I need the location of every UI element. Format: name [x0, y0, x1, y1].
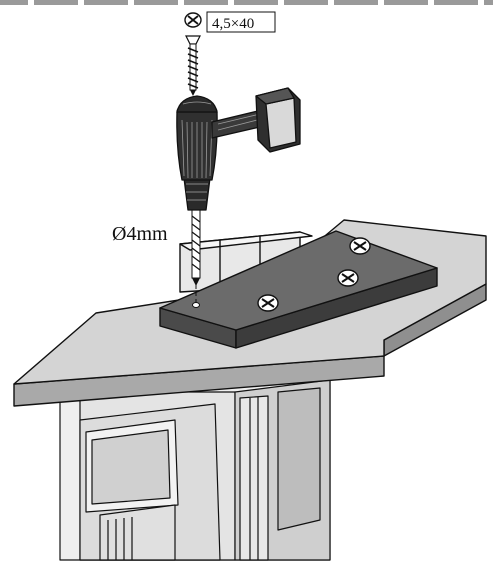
board-screw-1: [349, 237, 371, 255]
screw-size-label: 4,5×40: [212, 16, 254, 32]
pilot-hole: [192, 302, 200, 308]
screw-size-label-box: 4,5×40: [206, 11, 276, 33]
mounting-board: [159, 230, 438, 349]
hand-drill-icon: [176, 87, 301, 211]
board-screw-2: [337, 269, 359, 287]
cabinet-body: [59, 379, 331, 561]
top-border-stripe: [0, 0, 493, 5]
board-screw-3: [257, 294, 279, 312]
phillips-screw-head-icon: [184, 12, 202, 28]
screw: [184, 12, 202, 96]
drill-bit-diameter-label: Ø4mm: [112, 223, 168, 245]
drill-bit: [191, 209, 201, 286]
